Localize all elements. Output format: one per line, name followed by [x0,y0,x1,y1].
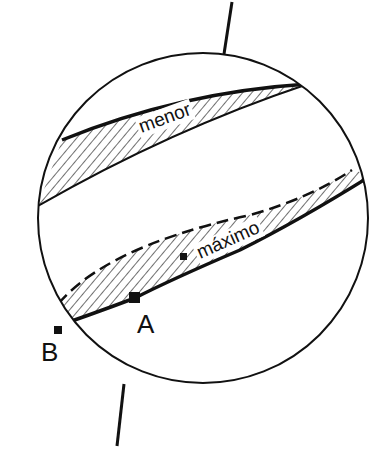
axis-line [117,384,124,446]
point-marker [54,326,62,334]
hatched-band [40,170,372,332]
band-gap [262,232,290,247]
point-label: B [39,338,60,367]
sphere-outline [38,53,368,383]
band-edge [40,175,372,332]
point-marker [180,253,187,260]
point-label: A [135,310,156,339]
band-edge [48,170,352,318]
hatched-band [38,84,308,206]
band-edge [38,84,308,206]
point-marker [129,292,140,303]
axis-line [224,2,232,54]
